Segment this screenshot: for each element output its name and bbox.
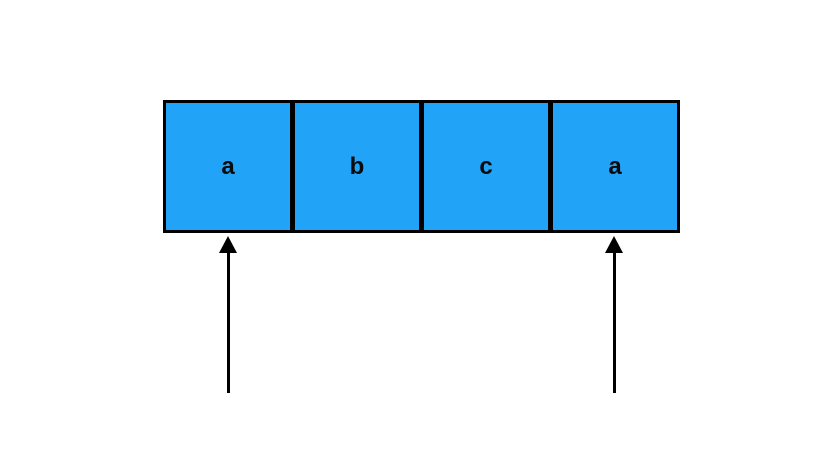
array-cells-row: a b c a xyxy=(163,100,680,233)
arrowhead-up-icon xyxy=(605,236,623,253)
arrow-shaft xyxy=(226,253,230,393)
array-cell-3: c xyxy=(421,100,551,233)
cell-label: a xyxy=(221,152,235,180)
right-pointer-arrow xyxy=(605,236,623,393)
arrow-shaft xyxy=(612,253,616,393)
cell-label: c xyxy=(479,152,493,180)
arrowhead-up-icon xyxy=(219,236,237,253)
array-cell-4: a xyxy=(550,100,680,233)
array-cell-2: b xyxy=(292,100,422,233)
cell-label: b xyxy=(349,152,365,180)
left-pointer-arrow xyxy=(219,236,237,393)
cell-label: a xyxy=(608,152,622,180)
array-cell-1: a xyxy=(163,100,293,233)
